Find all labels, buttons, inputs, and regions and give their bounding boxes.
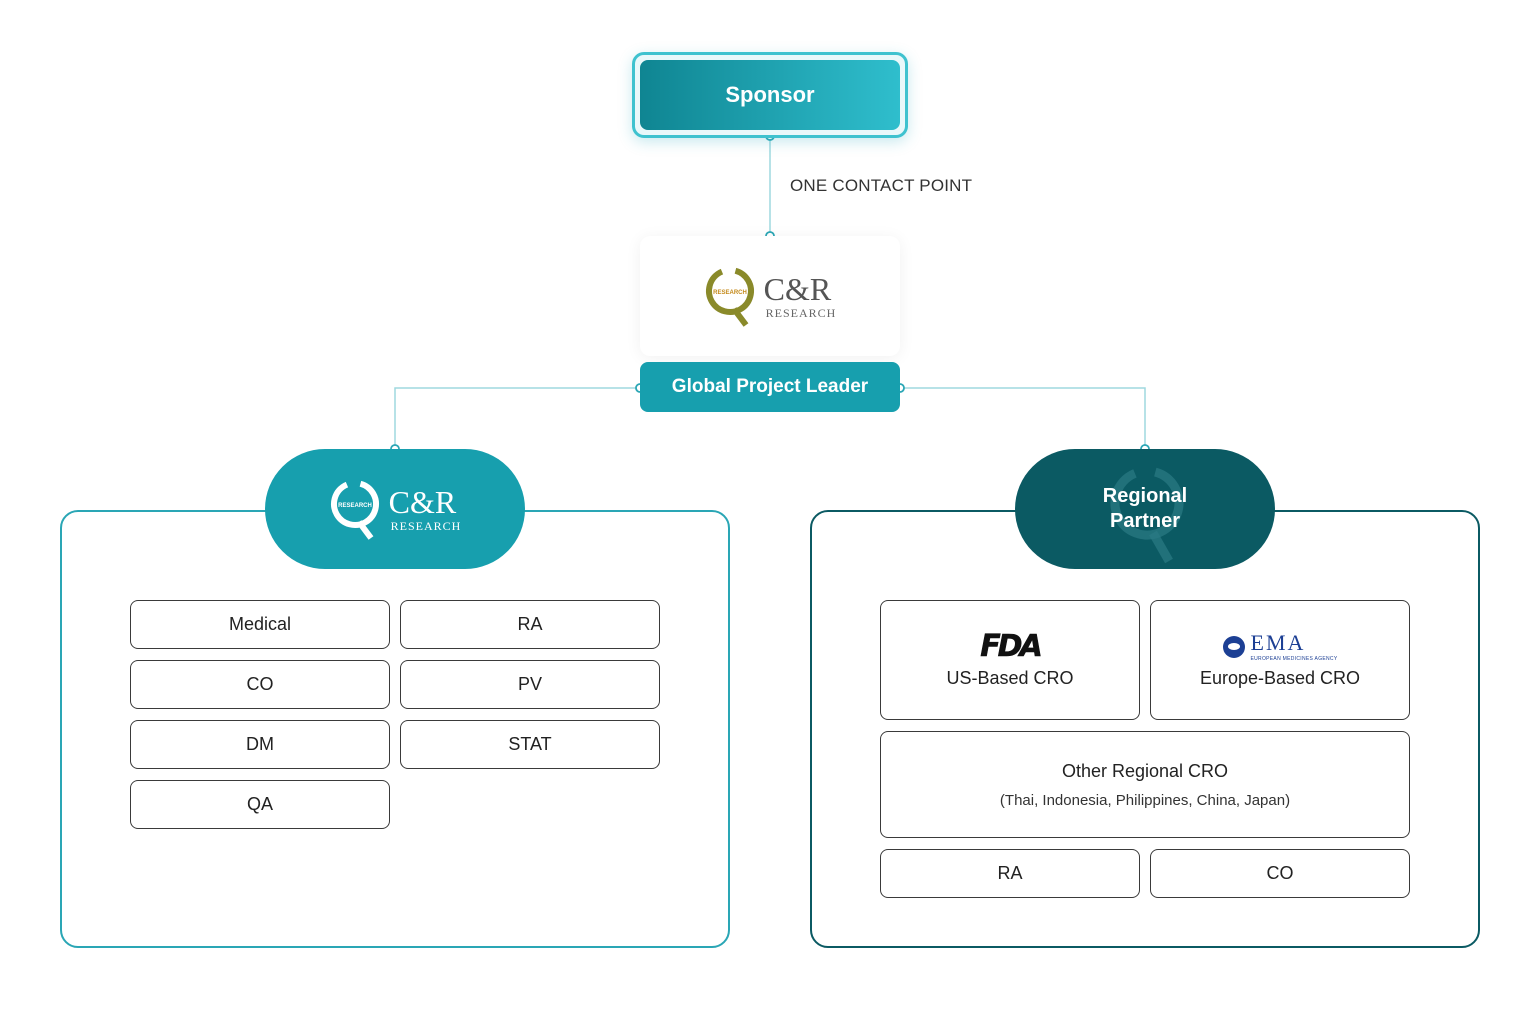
ema-logo-subtext: EUROPEAN MEDICINES AGENCY: [1250, 655, 1338, 662]
cr-research-logo: RESEARCH C&R RESEARCH: [704, 265, 837, 327]
ema-globe-icon: [1222, 635, 1245, 658]
europe-based-cro-label: Europe-Based CRO: [1199, 667, 1361, 688]
role-box-dm: DM: [130, 720, 390, 769]
cr-research-logo-white: RESEARCH C&R RESEARCH: [329, 478, 462, 540]
q-logo-icon: RESEARCH: [330, 480, 379, 540]
logo-main-text: C&R: [763, 271, 832, 307]
other-regional-cro-countries: (Thai, Indonesia, Philippines, China, Ja…: [999, 791, 1291, 809]
role-box-co: CO: [130, 660, 390, 709]
role-box-pv: PV: [400, 660, 660, 709]
ema-logo: EMA EUROPEAN MEDICINES AGENCY: [1222, 629, 1338, 662]
fda-logo: FDA: [980, 628, 1043, 664]
q-logo-icon: RESEARCH: [705, 267, 754, 327]
sponsor-label: Sponsor: [725, 82, 815, 107]
us-based-cro-box: FDA US-Based CRO: [880, 600, 1140, 720]
logo-sub-text: RESEARCH: [765, 306, 837, 320]
us-based-cro-label: US-Based CRO: [946, 667, 1074, 688]
other-regional-cro-label: Other Regional CRO: [1061, 760, 1229, 781]
global-project-leader-label: Global Project Leader: [671, 376, 869, 397]
svg-text:RESEARCH: RESEARCH: [338, 503, 372, 509]
logo-sub-text: RESEARCH: [390, 519, 462, 533]
sponsor-box: Sponsor: [640, 60, 900, 130]
right-connector: [900, 387, 1146, 449]
logo-main-text: C&R: [388, 484, 457, 520]
center-logo-card: RESEARCH C&R RESEARCH: [640, 236, 900, 356]
svg-text:RESEARCH: RESEARCH: [713, 290, 747, 296]
other-regional-cro-box: Other Regional CRO (Thai, Indonesia, Phi…: [880, 731, 1410, 838]
regional-partner-title: Regional Partner: [1102, 485, 1188, 532]
cr-research-pill: RESEARCH C&R RESEARCH: [265, 449, 525, 569]
ema-logo-text: EMA: [1250, 629, 1306, 655]
role-box-qa: QA: [130, 780, 390, 829]
role-box-ra: RA: [400, 600, 660, 649]
role-box-medical: Medical: [130, 600, 390, 649]
partner-role-box-co: CO: [1150, 849, 1410, 898]
global-project-leader: Global Project Leader: [640, 362, 900, 412]
europe-based-cro-box: EMA EUROPEAN MEDICINES AGENCY Europe-Bas…: [1150, 600, 1410, 720]
q-watermark-icon: [1110, 466, 1184, 564]
partner-role-box-ra: RA: [880, 849, 1140, 898]
regional-partner-pill: Regional Partner: [1015, 449, 1275, 569]
left-connector: [394, 387, 640, 449]
role-box-stat: STAT: [400, 720, 660, 769]
one-contact-point-label: ONE CONTACT POINT: [790, 176, 973, 195]
